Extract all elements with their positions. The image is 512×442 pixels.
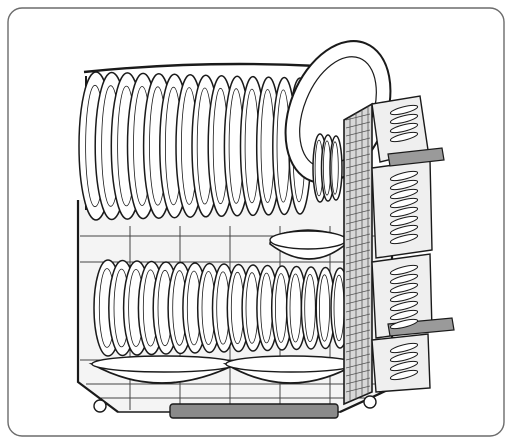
plate-rim — [304, 273, 316, 342]
basket-mesh — [345, 106, 371, 402]
upper-plate-row — [78, 71, 312, 221]
basket-lid-top — [387, 147, 445, 167]
cutlery-handle — [389, 131, 419, 143]
cutlery-handle — [389, 113, 419, 125]
cutlery-handle — [389, 215, 419, 227]
cutlery-handle — [389, 179, 419, 191]
lower-plate-row — [93, 259, 350, 357]
cutlery-handle — [389, 309, 419, 321]
cutlery-basket — [343, 95, 455, 406]
rack-front-handle — [169, 403, 339, 419]
cutlery-handle — [389, 170, 419, 182]
serving-bowl-left — [88, 355, 237, 384]
cutlery-handle — [389, 318, 419, 330]
cutlery-handle — [389, 342, 419, 354]
cutlery-handle — [389, 104, 419, 116]
rack-wheel-left — [93, 399, 107, 413]
plate-rim — [331, 141, 339, 195]
cutlery-handle — [389, 197, 419, 209]
cutlery-handle — [389, 188, 419, 200]
cutlery-handle — [389, 224, 419, 236]
cutlery-handles — [389, 104, 419, 381]
small-plate-row — [312, 133, 343, 203]
cutlery-handle — [389, 206, 419, 218]
plate-rim — [318, 274, 330, 342]
plate — [329, 135, 343, 201]
small-bowl — [269, 229, 347, 260]
cutlery-handle — [389, 300, 419, 312]
cutlery-handle — [389, 264, 419, 276]
serving-bowl-right — [222, 355, 360, 384]
cutlery-handle — [389, 233, 419, 245]
cutlery-handle — [389, 282, 419, 294]
cutlery-handle — [389, 291, 419, 303]
cutlery-handle — [389, 369, 419, 381]
cutlery-handle — [389, 351, 419, 363]
cutlery-handle — [389, 122, 419, 134]
rack-wheel-right — [363, 395, 377, 409]
cutlery-handle — [389, 273, 419, 285]
cutlery-handle — [389, 360, 419, 372]
